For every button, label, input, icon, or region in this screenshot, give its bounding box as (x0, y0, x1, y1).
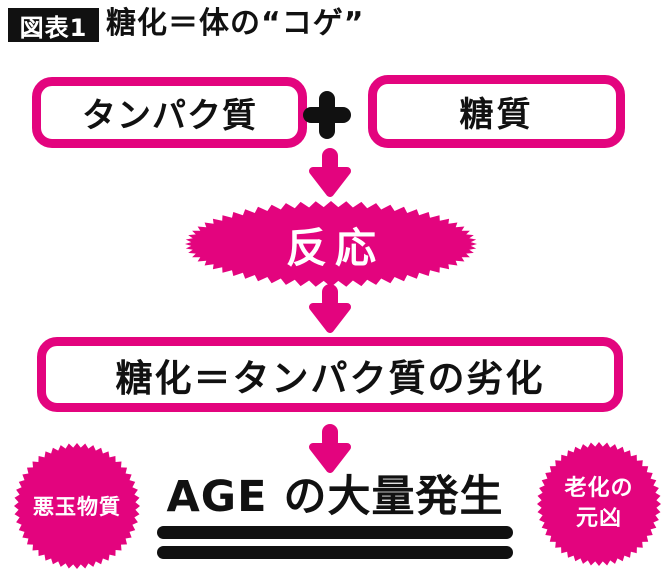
protein-box: タンパク質 (32, 77, 307, 148)
aging-culprit-line2: 元凶 (575, 506, 622, 531)
reaction-label: 反応 (286, 224, 384, 272)
result-underline-2 (157, 546, 513, 559)
result-underline-1 (157, 526, 513, 539)
result-label: AGE の大量発生 (166, 472, 504, 522)
bad-substance-badge-label: 悪玉物質 (12, 441, 142, 571)
aging-culprit-line1: 老化の (564, 476, 634, 501)
down-arrow-icon (309, 148, 351, 197)
figure-tag: 図表1 (8, 8, 99, 42)
sugar-label: 糖質 (459, 95, 534, 135)
down-arrow-icon (309, 424, 351, 473)
scalloped-ellipse (185, 201, 477, 287)
plus-icon (303, 91, 351, 139)
sugar-box: 糖質 (368, 75, 625, 148)
aging-culprit-badge-label: 老化の 元凶 (535, 440, 663, 568)
protein-label: タンパク質 (82, 96, 257, 136)
glycation-box: 糖化＝タンパク質の劣化 (37, 337, 623, 412)
figure-title: 糖化＝体の“コゲ” (106, 6, 365, 41)
down-arrow-icon (309, 284, 351, 333)
bad-substance-text: 悪玉物質 (33, 495, 121, 519)
starburst-badge (14, 443, 140, 569)
glycation-label: 糖化＝タンパク質の劣化 (115, 356, 545, 400)
starburst-badge (537, 442, 661, 566)
